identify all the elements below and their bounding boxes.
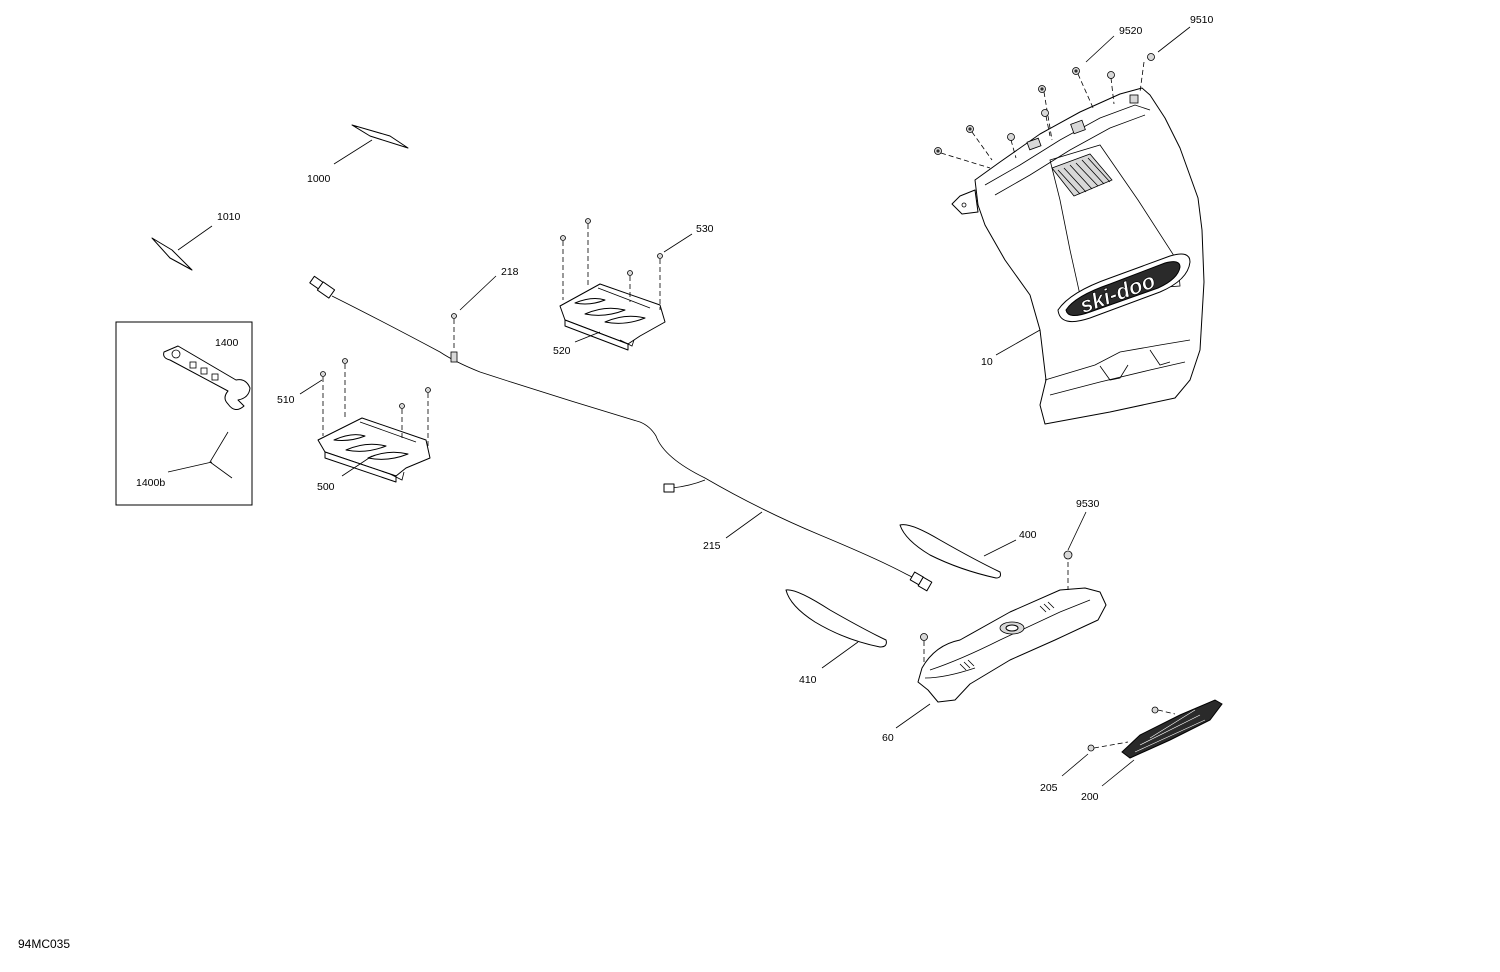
footrest-plate-500: [317, 417, 431, 483]
callout-1010: 1010: [217, 211, 241, 223]
footer-code: 94MC035: [18, 937, 70, 951]
callout-510: 510: [277, 394, 295, 406]
reflector-400: [899, 524, 1001, 579]
callout-9520: 9520: [1119, 25, 1143, 37]
footrest-plate-520: [559, 283, 666, 351]
screw-9530: [920, 550, 1073, 662]
screws-530: [560, 218, 663, 310]
callout-60: 60: [882, 732, 894, 744]
hex-key-icon: [209, 431, 233, 479]
screws-510: [320, 358, 431, 446]
callout-205: 205: [1040, 782, 1058, 794]
tool-kit-box: [115, 321, 253, 506]
hood-vent-icon: [1051, 153, 1113, 197]
front-panel-10: ski-doo: [951, 87, 1205, 425]
screw-218: [451, 313, 457, 350]
callout-400: 400: [1019, 529, 1037, 541]
callout-215: 215: [703, 540, 721, 552]
callout-9510: 9510: [1190, 14, 1214, 26]
callout-520: 520: [553, 345, 571, 357]
callout-1400: 1400: [215, 337, 239, 349]
callout-10: 10: [981, 356, 993, 368]
decal-1000: [351, 124, 409, 149]
housing-vent-icon: [959, 601, 1055, 671]
decal-1010: [151, 237, 193, 271]
reflector-410: [785, 589, 887, 648]
screws-205: [1087, 706, 1176, 752]
callout-410: 410: [799, 674, 817, 686]
fasteners-9510-9520: [934, 53, 1155, 169]
callout-500: 500: [317, 481, 335, 493]
callout-9530: 9530: [1076, 498, 1100, 510]
callout-530: 530: [696, 223, 714, 235]
leader-lines: [167, 26, 1191, 787]
callout-200: 200: [1081, 791, 1099, 803]
spanner-wrench-icon: [163, 345, 251, 410]
wiring-harness-215: [309, 275, 933, 592]
callout-218: 218: [501, 266, 519, 278]
callout-1400b: 1400b: [136, 477, 165, 489]
light-200: [1121, 699, 1223, 759]
housing-60: [917, 562, 1107, 703]
callout-1000: 1000: [307, 173, 331, 185]
callout-labels: 9520 9510 1000 1010 530 218 1400 520 510…: [136, 14, 1214, 803]
